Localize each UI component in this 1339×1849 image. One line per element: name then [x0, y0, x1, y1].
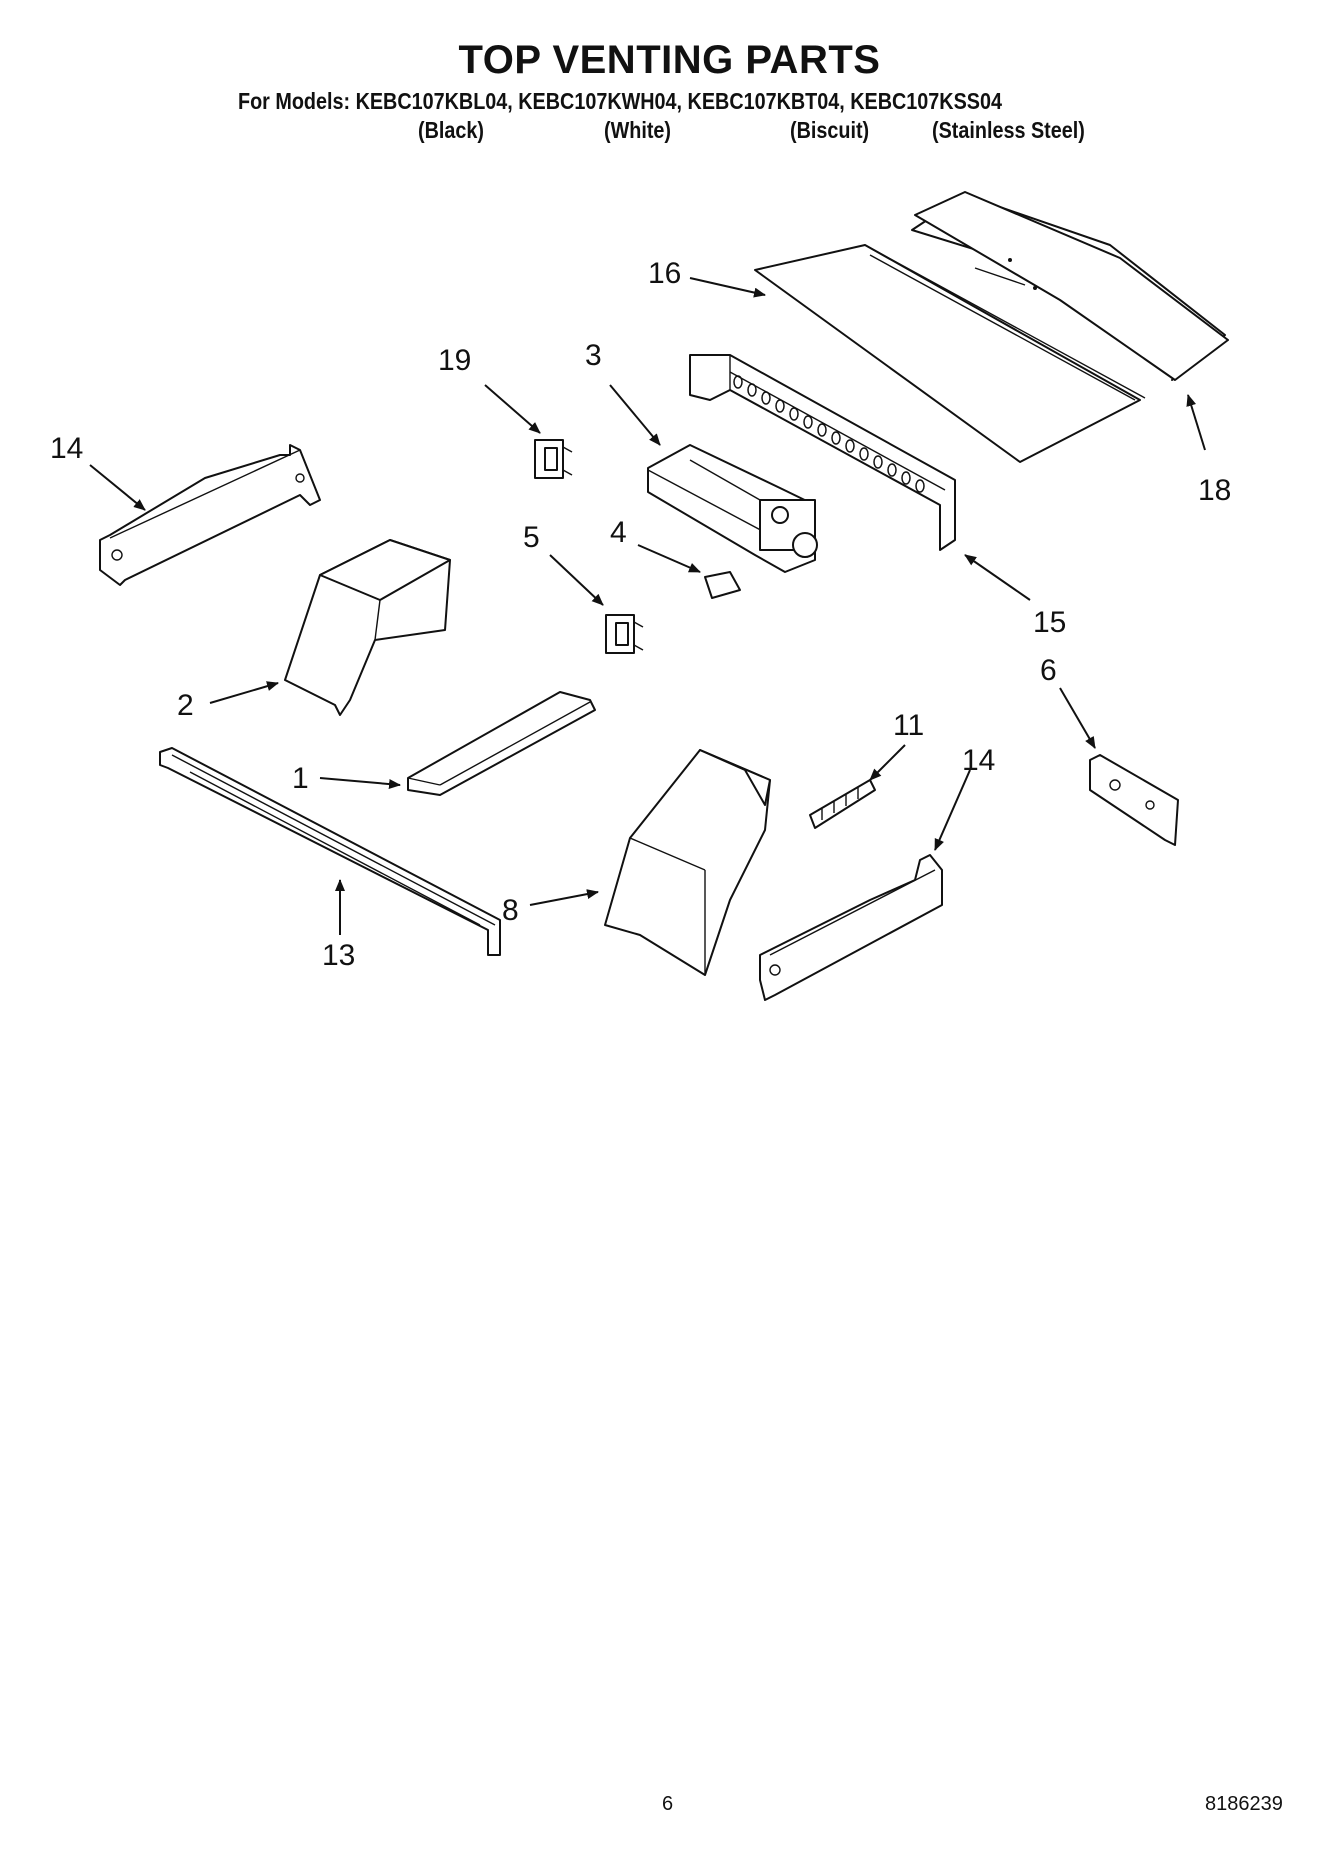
- variant-biscuit: (Biscuit): [790, 117, 870, 143]
- callout-14-left: 14: [50, 432, 83, 465]
- part-1-insulation-strip: [407, 691, 596, 796]
- part-13-long-rail: [159, 747, 501, 956]
- variant-white: (White): [604, 117, 672, 143]
- variant-black: (Black): [418, 117, 484, 143]
- part-16-vent-panel: [754, 244, 1146, 463]
- leader-1: [319, 777, 401, 790]
- callout-11: 11: [893, 709, 924, 742]
- leader-19: [484, 384, 541, 434]
- models-line: For Models: KEBC107KBL04, KEBC107KWH04, …: [238, 88, 1002, 114]
- callout-15: 15: [1033, 606, 1066, 639]
- callout-6: 6: [1040, 654, 1057, 687]
- callout-19: 19: [438, 344, 471, 377]
- leader-18: [1186, 394, 1206, 451]
- part-5-switch: [605, 614, 644, 654]
- callout-16: 16: [648, 257, 681, 290]
- page-title: TOP VENTING PARTS: [458, 38, 881, 82]
- leader-3: [609, 384, 661, 446]
- callout-3: 3: [585, 339, 602, 372]
- leader-8: [529, 889, 599, 906]
- callout-2: 2: [177, 689, 194, 722]
- callout-13: 13: [322, 939, 355, 972]
- callout-labels: 16 19 3 18 14 5 4 15 2 6 11 14 1 8 13: [50, 257, 1231, 972]
- callout-18: 18: [1198, 474, 1231, 507]
- leader-14-right: [934, 769, 971, 851]
- part-18-cover-panel: [911, 191, 1229, 381]
- document-number: 8186239: [1205, 1793, 1283, 1815]
- callout-1: 1: [292, 762, 309, 795]
- callout-8: 8: [502, 894, 519, 927]
- callout-14-right: 14: [962, 744, 995, 777]
- leader-11: [869, 744, 906, 781]
- callout-4: 4: [610, 516, 627, 549]
- part-14-mounting-bracket-left: [99, 444, 321, 586]
- part-11-terminal-block: [809, 779, 876, 829]
- leader-14-left: [89, 464, 146, 511]
- leader-2: [209, 681, 279, 704]
- part-15-louvered-bracket: [689, 354, 956, 551]
- callout-5: 5: [523, 521, 540, 554]
- variant-stainless-steel: (Stainless Steel): [932, 117, 1085, 143]
- leader-6: [1059, 687, 1096, 749]
- part-4-insulator-block: [704, 571, 741, 599]
- part-19-switch: [534, 439, 573, 479]
- part-6-small-bracket: [1089, 754, 1179, 846]
- part-14-mounting-bracket-right: [759, 854, 943, 1001]
- leader-lines: [89, 277, 1206, 935]
- leader-16: [689, 277, 766, 298]
- page-number: 6: [662, 1793, 674, 1815]
- leader-15: [964, 554, 1031, 601]
- leader-4: [637, 544, 701, 573]
- leader-5: [549, 554, 604, 606]
- part-3-vent-motor-assembly: [647, 444, 818, 573]
- part-2-vent-duct: [284, 539, 451, 716]
- part-8-duct-chute: [604, 749, 771, 976]
